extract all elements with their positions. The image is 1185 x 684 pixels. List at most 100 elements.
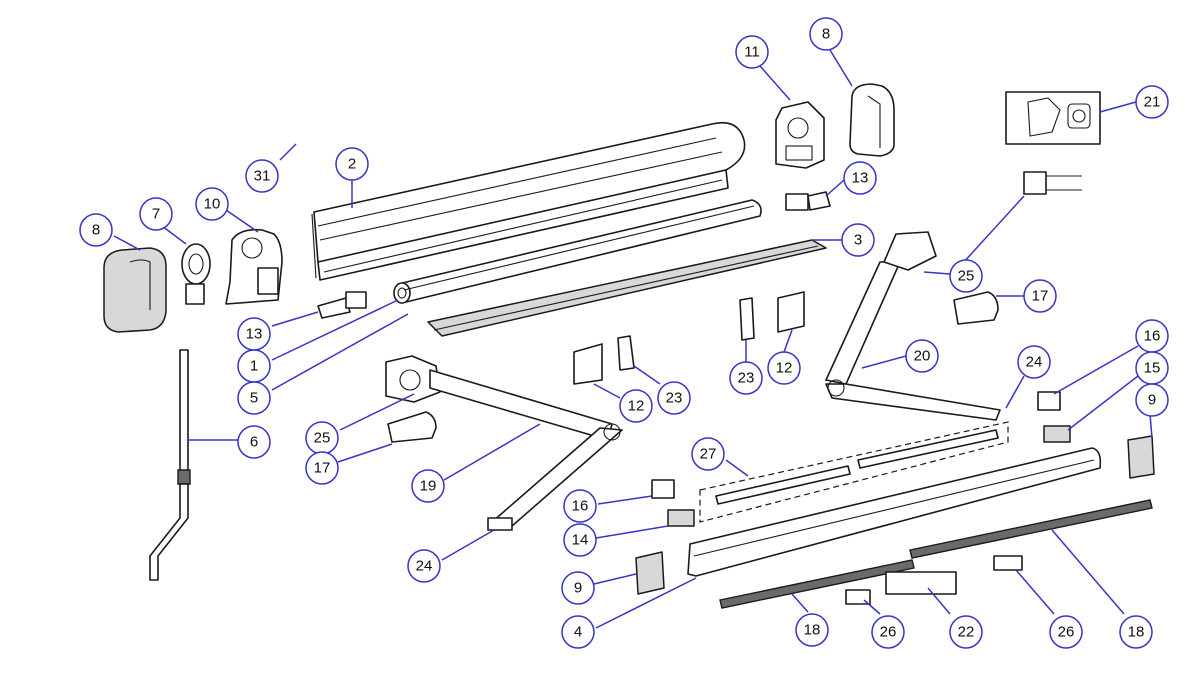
callout-circle xyxy=(729,361,763,395)
leader-18b xyxy=(1051,529,1125,615)
callout-circle xyxy=(949,259,983,293)
leader-26b xyxy=(1015,569,1055,615)
leader-7 xyxy=(161,225,187,245)
part-front-bar xyxy=(687,447,1102,577)
callout-label: 10 xyxy=(204,196,221,213)
callout-label: 7 xyxy=(152,206,160,223)
callout-c16b: 16 xyxy=(563,489,597,523)
part-end-plate-right xyxy=(1127,435,1155,479)
callout-c13b: 13 xyxy=(237,317,271,351)
callout-label: 18 xyxy=(1128,624,1145,641)
leader-17b xyxy=(337,443,393,463)
callout-label: 26 xyxy=(1058,624,1075,641)
callout-c16a: 16 xyxy=(1135,319,1169,353)
leader-18a xyxy=(791,593,809,613)
callout-circle xyxy=(1135,383,1169,417)
callout-c25b: 25 xyxy=(305,421,339,455)
callout-c20: 20 xyxy=(905,339,939,373)
leader-5 xyxy=(271,313,409,391)
part-blocks-right xyxy=(1037,391,1071,443)
callout-label: 25 xyxy=(314,430,331,447)
callout-label: 9 xyxy=(1148,392,1156,409)
callout-circle xyxy=(407,549,441,583)
part-coupling-lower xyxy=(317,291,367,319)
leader-23b xyxy=(633,365,661,385)
callout-circle xyxy=(1023,279,1057,313)
callout-c17b: 17 xyxy=(305,451,339,485)
callout-c10: 10 xyxy=(195,187,229,221)
leader-4 xyxy=(595,577,697,629)
leader-24a xyxy=(1005,375,1025,409)
callout-label: 1 xyxy=(250,358,258,375)
part-end-cap-right xyxy=(849,83,895,157)
callout-c8a: 8 xyxy=(809,17,843,51)
part-rail-left xyxy=(719,559,915,609)
leader-10 xyxy=(225,209,259,233)
callout-label: 14 xyxy=(572,532,589,549)
leader-27 xyxy=(725,459,749,477)
leader-22 xyxy=(927,587,951,615)
callout-label: 11 xyxy=(744,44,760,61)
callout-c9b: 9 xyxy=(561,571,595,605)
callout-circle xyxy=(949,615,983,649)
callout-circle xyxy=(809,17,843,51)
callout-label: 18 xyxy=(804,622,821,639)
callout-circle xyxy=(1135,85,1169,119)
part-roller-tube xyxy=(393,199,762,304)
callout-circle xyxy=(905,339,939,373)
callout-c15: 15 xyxy=(1135,351,1169,385)
part-coupling-upper xyxy=(785,191,831,211)
callout-label: 31 xyxy=(254,168,271,185)
leader-1 xyxy=(271,299,399,361)
leader-15 xyxy=(1067,375,1139,431)
callout-circle xyxy=(795,613,829,647)
leader-24b xyxy=(441,529,495,561)
parts-layer xyxy=(103,83,1155,609)
callout-circle xyxy=(767,351,801,385)
callout-label: 22 xyxy=(958,624,975,641)
callout-label: 17 xyxy=(1032,288,1049,305)
callout-circle xyxy=(1049,615,1083,649)
part-end-bracket xyxy=(225,228,283,305)
callout-c19: 19 xyxy=(411,469,445,503)
callout-label: 25 xyxy=(958,268,975,285)
leader-11 xyxy=(759,65,791,101)
callout-c17a: 17 xyxy=(1023,279,1057,313)
callout-label: 2 xyxy=(348,156,356,173)
leader-9b xyxy=(593,573,637,585)
callout-circle xyxy=(1017,345,1051,379)
callout-c8b: 8 xyxy=(79,213,113,247)
callout-label: 13 xyxy=(246,326,263,343)
callout-c24b: 24 xyxy=(407,549,441,583)
part-end-plate-left xyxy=(635,551,665,595)
callout-c6: 6 xyxy=(237,425,271,459)
callout-circle xyxy=(735,35,769,69)
callout-c12a: 12 xyxy=(767,351,801,385)
callout-label: 8 xyxy=(92,222,100,239)
leader-13a xyxy=(825,179,845,197)
callout-circle xyxy=(563,489,597,523)
part-clamp-upper xyxy=(1023,171,1082,195)
callout-c26b: 26 xyxy=(1049,615,1083,649)
leader-8a xyxy=(829,49,853,87)
callout-circle xyxy=(237,425,271,459)
callout-c31: 31 xyxy=(245,159,279,193)
leader-12a xyxy=(783,329,793,353)
leader-12b xyxy=(593,383,621,399)
callout-label: 12 xyxy=(628,398,645,415)
callout-circle xyxy=(619,389,653,423)
callout-circle xyxy=(871,615,905,649)
callout-label: 13 xyxy=(852,170,869,187)
callout-c13a: 13 xyxy=(843,161,877,195)
callout-circle xyxy=(561,615,595,649)
callout-c12b: 12 xyxy=(619,389,653,423)
part-arm-cover-left xyxy=(387,411,437,443)
leader-16b xyxy=(597,495,653,505)
leader-20 xyxy=(861,355,907,369)
leader-9a xyxy=(1149,413,1153,439)
callout-label: 12 xyxy=(776,360,793,377)
callout-label: 8 xyxy=(822,26,830,43)
callout-c4: 4 xyxy=(561,615,595,649)
callout-label: 4 xyxy=(574,624,582,641)
leader-14 xyxy=(595,525,669,539)
